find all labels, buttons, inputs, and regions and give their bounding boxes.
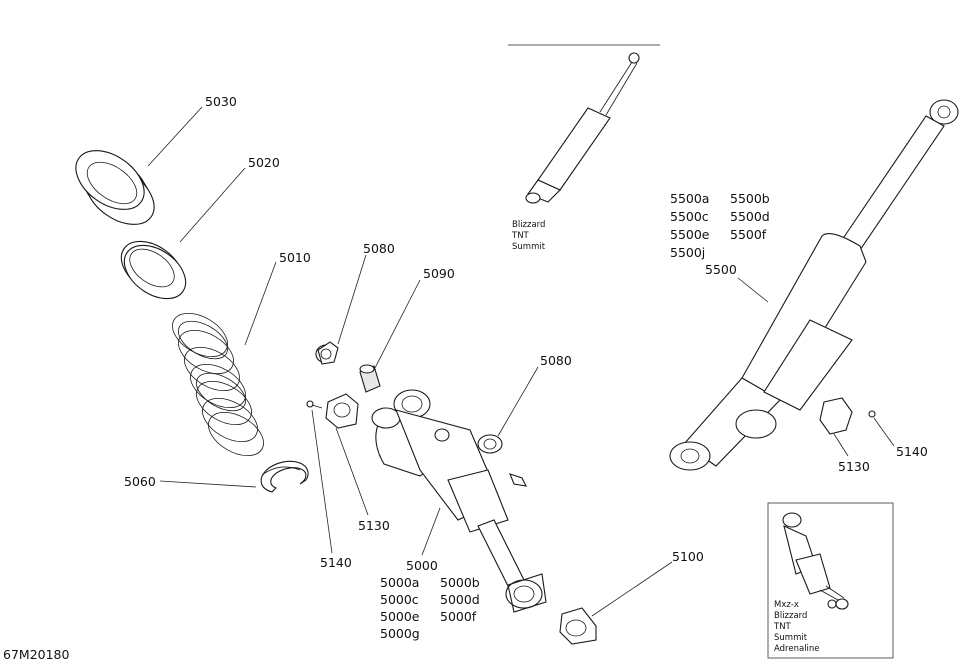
variant-5000d: 5000d: [440, 592, 480, 607]
label-5000: 5000: [406, 558, 438, 573]
label-5080-upper: 5080: [363, 241, 395, 256]
top-inset: Blizzard TNT Summit: [508, 44, 660, 252]
variant-5500d: 5500d: [730, 209, 770, 224]
label-5100: 5100: [672, 549, 704, 564]
part-5090-sleeve: [359, 364, 381, 393]
part-5130-left-adjuster-knob: [325, 393, 359, 429]
inset-top-shock-drawing: [525, 52, 640, 204]
part-5010-coil-spring: [172, 312, 264, 457]
part-5140-left-screw: [306, 400, 323, 409]
variant-5000a: 5000a: [380, 575, 419, 590]
inset-top-model-3: Summit: [512, 242, 546, 252]
leader-5010: [244, 261, 277, 346]
leader-5000: [421, 507, 441, 556]
inset-bottom-shock-drawing: [782, 512, 849, 610]
label-5080-lower: 5080: [540, 353, 572, 368]
inset-bottom-model-4: Summit: [774, 633, 808, 643]
leader-5080-upper: [337, 254, 367, 345]
variant-5500e: 5500e: [670, 227, 710, 242]
leader-5140-right: [873, 417, 895, 447]
inset-bottom-model-5: Adrenaline: [774, 644, 820, 654]
variant-5500j: 5500j: [670, 245, 705, 260]
variant-5000g: 5000g: [380, 626, 420, 641]
inset-top-model-2: TNT: [511, 231, 530, 241]
label-5140-right: 5140: [896, 444, 928, 459]
label-5030: 5030: [205, 94, 237, 109]
leader-5030: [147, 106, 203, 167]
variant-5000c: 5000c: [380, 592, 419, 607]
variants-5000: 5000a 5000b 5000c 5000d 5000e 5000f 5000…: [380, 575, 480, 641]
leader-5500: [737, 277, 769, 303]
drawing-code: 67M20180: [3, 647, 70, 662]
part-5000-main-shock: [371, 389, 547, 613]
inset-top-model-1: Blizzard: [512, 220, 545, 230]
label-5140-left: 5140: [320, 555, 352, 570]
variant-5500a: 5500a: [670, 191, 709, 206]
variant-5000f: 5000f: [440, 609, 477, 624]
variant-5000e: 5000e: [380, 609, 420, 624]
leader-5080-lower: [497, 366, 539, 437]
label-5500: 5500: [705, 262, 737, 277]
part-5080-upper-bushing: [315, 341, 339, 365]
part-5060-retainer-clip: [260, 460, 309, 493]
leader-5060: [159, 480, 257, 488]
part-5100-bottom-bushing: [559, 607, 597, 645]
label-5060: 5060: [124, 474, 156, 489]
label-5090: 5090: [423, 266, 455, 281]
inset-bottom-model-3: TNT: [773, 622, 792, 632]
leader-5020: [179, 167, 246, 243]
inset-bottom-model-1: Mxz-x: [774, 600, 799, 610]
leader-5100: [591, 561, 673, 617]
label-5020: 5020: [248, 155, 280, 170]
leader-5090: [374, 279, 421, 369]
label-5130-left: 5130: [358, 518, 390, 533]
inset-bottom-model-2: Blizzard: [774, 611, 807, 621]
variant-5500b: 5500b: [730, 191, 770, 206]
leader-5140-left: [311, 409, 333, 554]
leader-5130-left: [335, 427, 369, 516]
variant-5500f: 5500f: [730, 227, 767, 242]
leader-5130-right: [833, 433, 849, 457]
bottom-inset: Mxz-x Blizzard TNT Summit Adrenaline: [767, 502, 894, 659]
part-5500-shock-assembly: [669, 99, 959, 471]
variants-5500: 5500a 5500b 5500c 5500d 5500e 5500f 5500…: [670, 191, 770, 260]
part-5030-adjuster-ring: [75, 150, 155, 225]
label-5130-right: 5130: [838, 459, 870, 474]
variant-5000b: 5000b: [440, 575, 480, 590]
variant-5500c: 5500c: [670, 209, 709, 224]
label-5010: 5010: [279, 250, 311, 265]
part-5020-collar: [120, 240, 187, 300]
